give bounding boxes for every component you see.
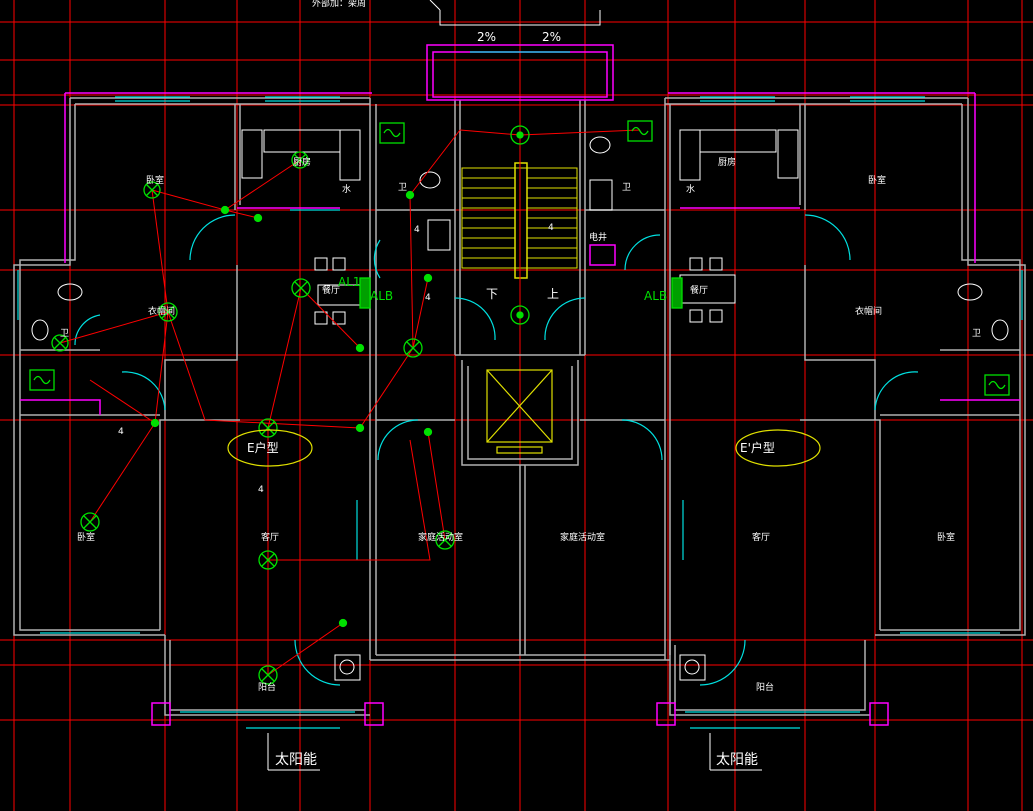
ceiling-light-icon [258, 550, 278, 570]
distribution-box-icon [671, 277, 683, 309]
slope-left: 2% [477, 30, 496, 44]
right-living-label: 客厅 [752, 531, 770, 543]
switch-icon [150, 418, 160, 428]
electrical-devices [29, 120, 1010, 685]
right-bedroom-top-label: 卧室 [868, 174, 886, 186]
right-unit-type: E'户型 [740, 440, 775, 455]
exhaust-fan-icon [984, 374, 1010, 396]
ceiling-light-icon [291, 278, 311, 298]
right-cloakroom-label: 衣帽间 [855, 305, 882, 317]
left-balcony-label: 阳台 [258, 681, 276, 693]
left-alb-label: ALB [370, 289, 393, 303]
ceiling-light-icon [435, 530, 455, 550]
exhaust-fan-icon [29, 369, 55, 391]
ceiling-light-icon [258, 665, 278, 685]
switch-icon [423, 273, 433, 283]
ceiling-light-icon [258, 418, 278, 438]
left-bedroom-top-label: 卧室 [146, 174, 164, 186]
left-bedroom-label: 卧室 [77, 531, 95, 543]
stair-up-label: 上 [547, 287, 559, 301]
top-note: 外部加：架周 [312, 0, 366, 9]
cyan-openings [17, 51, 1023, 729]
right-balcony-label: 阳台 [756, 681, 774, 693]
ceiling-light-icon [403, 338, 423, 358]
fixtures [31, 0, 1009, 681]
wire-count: 4 [258, 485, 264, 495]
right-bath-label: 卫 [972, 329, 981, 339]
ceiling-light-icon [291, 151, 309, 169]
right-water-label: 水 [686, 183, 695, 195]
distribution-box-icon [359, 277, 371, 309]
right-bedroom-label: 卧室 [937, 531, 955, 543]
left-family-label: 家庭活动室 [418, 531, 463, 543]
slope-right: 2% [542, 30, 561, 44]
left-bath2-label: 卫 [398, 183, 407, 193]
ceiling-light-icon [80, 512, 100, 532]
wire-count: 4 [425, 293, 431, 303]
switch-icon [423, 427, 433, 437]
right-dining-label: 餐厅 [690, 284, 708, 296]
left-unit-type: E户型 [247, 440, 279, 455]
right-solar-label: 太阳能 [716, 752, 758, 768]
elevator-car [486, 369, 553, 454]
ceiling-light-icon [51, 334, 69, 352]
left-bath-label: 卫 [60, 329, 69, 339]
wire-count: 4 [414, 225, 420, 235]
switch-icon [253, 213, 263, 223]
staircase [461, 162, 578, 279]
right-alb-label: ALB [644, 289, 667, 303]
walls [13, 97, 1026, 716]
switch-icon [405, 190, 415, 200]
left-cloakroom-label: 衣帽间 [148, 305, 175, 317]
stair-light-icon [510, 125, 530, 145]
left-dining-label: 餐厅 [322, 284, 340, 296]
shaft-label: 电井 [589, 231, 607, 243]
left-kitchen-label: 厨房 [293, 156, 311, 168]
switch-icon [338, 618, 348, 628]
ceiling-light-icon [143, 181, 161, 199]
exhaust-fan-icon [627, 120, 653, 142]
right-bath2-label: 卫 [622, 183, 631, 193]
labels: 外部加：架周 2% 2% 卧室 厨房 水 餐厅 ALB AL1 衣帽间 卫 卫 … [60, 0, 981, 768]
unit-tags [227, 429, 821, 467]
wiring [59, 129, 641, 676]
switch-icon [355, 423, 365, 433]
left-al-label: AL1 [338, 275, 361, 289]
switch-icon [220, 205, 230, 215]
switch-icon [355, 343, 365, 353]
solar-callouts [267, 733, 762, 771]
left-water-label: 水 [342, 183, 351, 195]
right-kitchen-label: 厨房 [718, 156, 736, 168]
stair-light-icon [510, 305, 530, 325]
stair-down-label: 下 [486, 287, 498, 301]
wire-count: 4 [548, 223, 554, 233]
right-family-label: 家庭活动室 [560, 531, 605, 543]
left-living-label: 客厅 [261, 531, 279, 543]
ceiling-light-icon [158, 302, 178, 322]
left-solar-label: 太阳能 [275, 752, 317, 768]
wire-count: 4 [118, 427, 124, 437]
exhaust-fan-icon [379, 122, 405, 144]
